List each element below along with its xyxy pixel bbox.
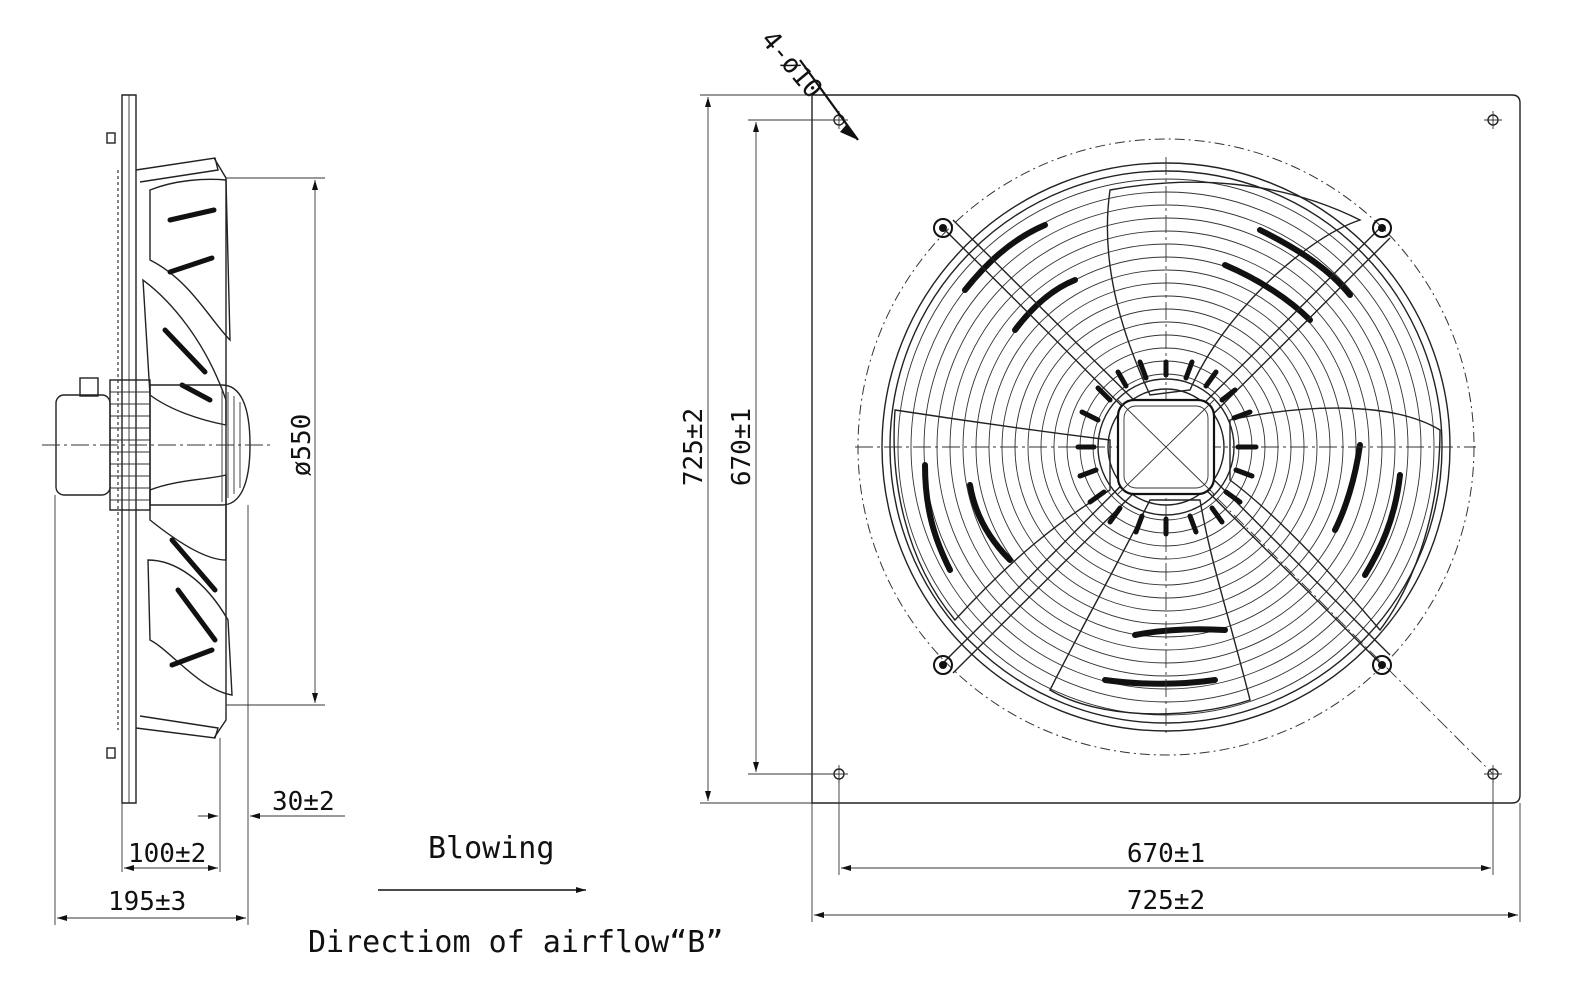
fan-blades [893,181,1441,715]
inner-width-dimension: 670±1 [1127,839,1205,869]
side-view: ø550 30±2 100±2 195±3 [42,94,345,925]
blowing-label: Blowing [428,831,554,866]
airflow-direction-label: Directiom of airflow“B” [308,925,723,960]
depth-100-dimension: 100±2 [128,839,206,869]
airflow-annotation: Blowing Directiom of airflow“B” [308,831,723,960]
depth-195-dimension: 195±3 [108,887,186,917]
diameter-dimension: ø550 [287,414,317,477]
hole-spec-label: 4-ø10 [755,25,828,104]
bracket-mounts [933,218,1392,675]
inner-height-dimension: 670±1 [727,408,757,486]
outer-width-dimension: 725±2 [1127,886,1205,916]
depth-30-dimension: 30±2 [272,787,335,817]
outer-height-dimension: 725±2 [679,408,709,486]
motor-hub [1075,359,1259,537]
blade-slots [922,222,1403,687]
front-view: 4-ø10 725±2 670±1 670±1 725±2 [679,25,1521,922]
